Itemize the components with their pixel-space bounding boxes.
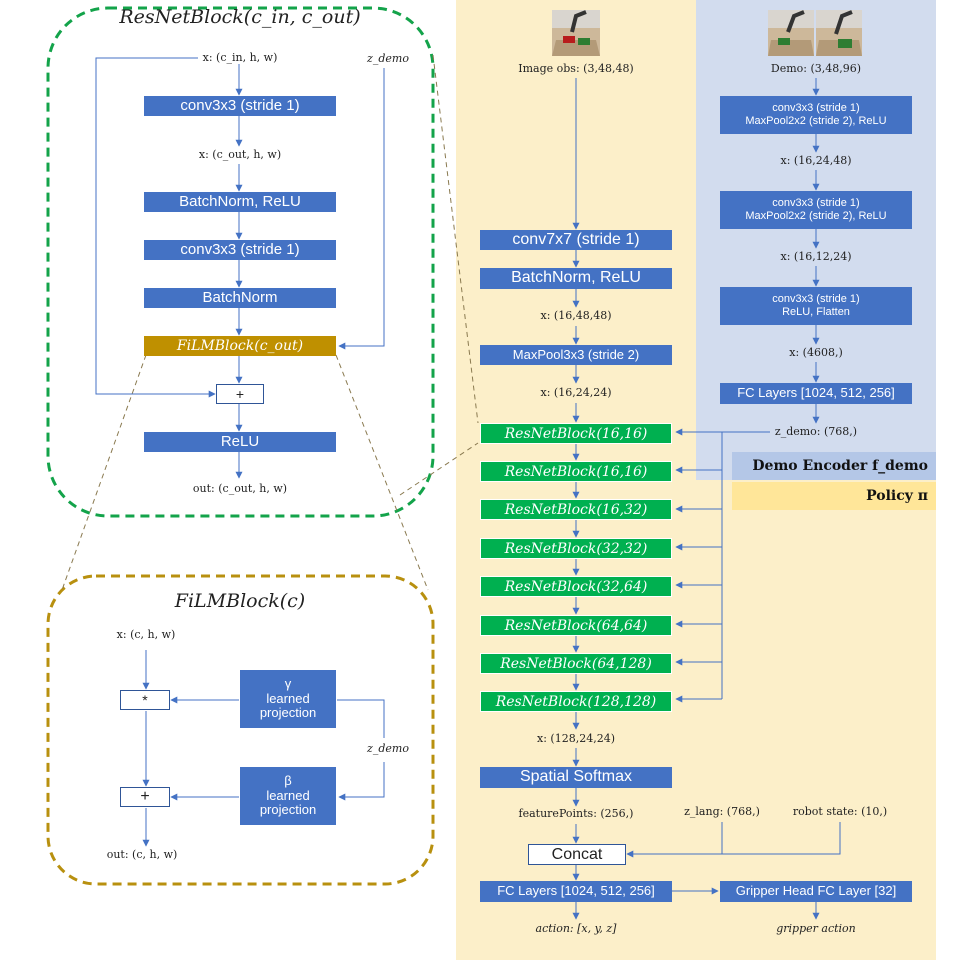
resnet-conv1-block: conv3x3 (stride 1): [144, 96, 336, 116]
resnet-block-5: ResNetBlock(32,64): [480, 576, 672, 597]
resnet-block-6: ResNetBlock(64,64): [480, 615, 672, 636]
resnet-block-7: ResNetBlock(64,128): [480, 653, 672, 674]
demo-fc-block: FC Layers [1024, 512, 256]: [720, 383, 912, 404]
resnet-block-4: ResNetBlock(32,32): [480, 538, 672, 559]
demo-x2-label: x: (16,12,24): [780, 250, 852, 263]
film-block-title: FiLMBlock(c): [174, 590, 306, 612]
action-label: action: [x, y, z]: [535, 922, 617, 935]
resnet-mid-label: x: (c_out, h, w): [198, 148, 282, 161]
resnet-film-block: FiLMBlock(c_out): [144, 336, 336, 356]
demo-label: Demo: (3,48,96): [770, 62, 862, 75]
image-obs-thumbnail: [552, 10, 600, 56]
policy-bn-relu-block: BatchNorm, ReLU: [480, 268, 672, 289]
policy-x1-label: x: (16,48,48): [540, 309, 612, 322]
film-beta-projection: β learned projection: [240, 767, 336, 825]
film-add-node: +: [120, 787, 170, 807]
concat-block: Concat: [528, 844, 626, 865]
resnet-block-3: ResNetBlock(16,32): [480, 499, 672, 520]
resnet-z-demo-label: z_demo: [367, 52, 409, 65]
film-output-label: out: (c, h, w): [106, 848, 178, 861]
resnet-relu-block: ReLU: [144, 432, 336, 452]
demo-encoder-legend: Demo Encoder f_demo: [732, 452, 936, 480]
resnet-block-2: ResNetBlock(16,16): [480, 461, 672, 482]
gripper-action-label: gripper action: [776, 922, 856, 935]
policy-x2-label: x: (16,24,24): [540, 386, 612, 399]
demo-block-3: conv3x3 (stride 1) ReLU, Flatten: [720, 287, 912, 325]
resnet-bn-block: BatchNorm: [144, 288, 336, 308]
film-input-label: x: (c, h, w): [116, 628, 176, 641]
demo-x1-label: x: (16,24,48): [780, 154, 852, 167]
z-lang-label: z_lang: (768,): [684, 805, 760, 818]
film-z-demo-label: z_demo: [367, 742, 409, 755]
demo-block-2: conv3x3 (stride 1) MaxPool2x2 (stride 2)…: [720, 191, 912, 229]
resnet-block-8: ResNetBlock(128,128): [480, 691, 672, 712]
demo-z-demo-label: z_demo: (768,): [774, 425, 858, 438]
feature-points-label: featurePoints: (256,): [518, 807, 634, 820]
resnet-add-node: +: [216, 384, 264, 404]
film-gamma-projection: γ learned projection: [240, 670, 336, 728]
robot-state-label: robot state: (10,): [792, 805, 888, 818]
policy-x3-label: x: (128,24,24): [537, 732, 615, 745]
demo-block-1: conv3x3 (stride 1) MaxPool2x2 (stride 2)…: [720, 96, 912, 134]
policy-fc-block: FC Layers [1024, 512, 256]: [480, 881, 672, 902]
resnet-block-1: ResNetBlock(16,16): [480, 423, 672, 444]
resnet-output-label: out: (c_out, h, w): [192, 482, 288, 495]
spatial-softmax-block: Spatial Softmax: [480, 767, 672, 788]
policy-legend: Policy π: [732, 482, 936, 510]
resnet-conv2-block: conv3x3 (stride 1): [144, 240, 336, 260]
film-multiply-node: *: [120, 690, 170, 710]
resnet-input-label: x: (c_in, h, w): [202, 51, 278, 64]
demo-thumbnail: [768, 10, 862, 56]
policy-maxpool-block: MaxPool3x3 (stride 2): [480, 345, 672, 365]
policy-conv7-block: conv7x7 (stride 1): [480, 230, 672, 250]
resnet-bn-relu-block: BatchNorm, ReLU: [144, 192, 336, 212]
resnet-block-title: ResNetBlock(c_in, c_out): [119, 6, 361, 28]
image-obs-label: Image obs: (3,48,48): [518, 62, 634, 75]
gripper-fc-block: Gripper Head FC Layer [32]: [720, 881, 912, 902]
demo-x3-label: x: (4608,): [789, 346, 843, 359]
